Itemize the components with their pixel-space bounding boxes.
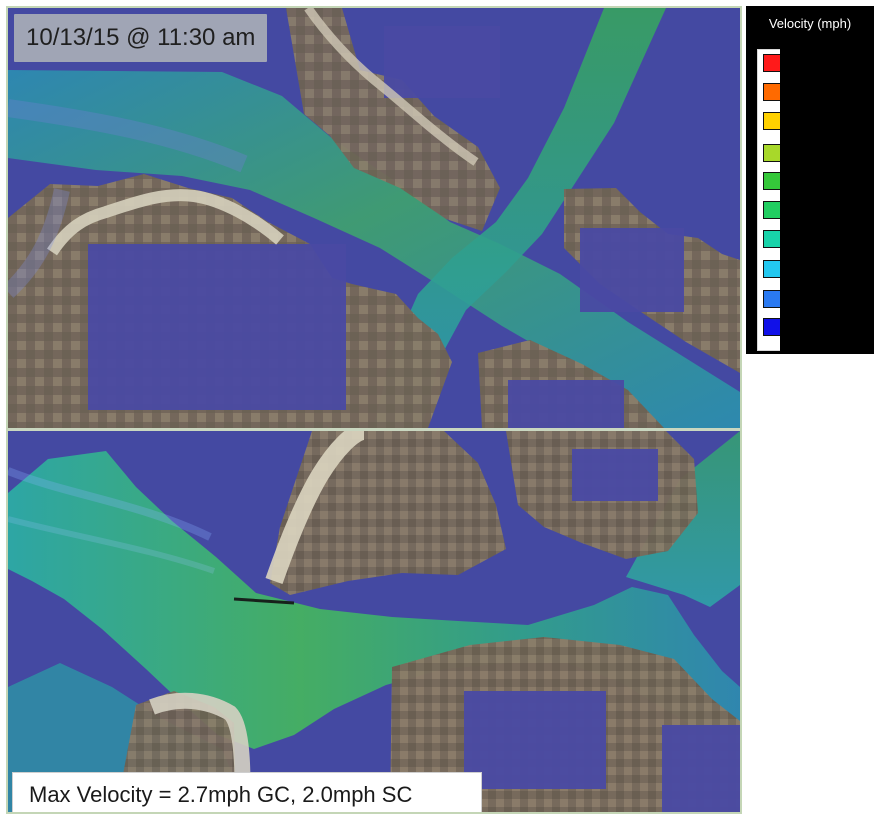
north-land-mass xyxy=(286,8,500,231)
legend-swatch xyxy=(763,54,791,72)
legend-value: 3.00 xyxy=(808,144,834,159)
west-water-block xyxy=(88,244,346,410)
lower-left-sand-bar xyxy=(149,692,251,812)
top-satellite-flow-map xyxy=(8,8,740,428)
legend-value: 2.50 xyxy=(808,172,834,187)
bottom-satellite-flow-map xyxy=(8,431,740,812)
bottom-map-panel xyxy=(8,431,740,812)
upper-sand-bar xyxy=(265,431,366,584)
legend-item-2-50: 2.50 xyxy=(758,168,863,196)
wave-streak-top xyxy=(8,467,212,541)
legend-value: 4.00 xyxy=(808,83,834,98)
legend-item-4-50: 4.50 xyxy=(758,50,863,78)
lower-right-water-block xyxy=(464,691,606,789)
velocity-legend: Velocity (mph) 4.50 4.00 3.50 3.00 2.50 … xyxy=(746,6,874,354)
legend-value: 1.00 xyxy=(808,260,834,275)
legend-item-4-00: 4.00 xyxy=(758,79,863,107)
panel-divider xyxy=(8,428,740,431)
legend-item-0-50: 0.50 xyxy=(758,286,863,314)
wave-streak-middle xyxy=(8,516,215,574)
legend-title: Velocity (mph) xyxy=(768,16,852,31)
legend-value: 3.50 xyxy=(808,112,834,127)
legend-value: 2.00 xyxy=(808,201,834,216)
cross-channel-flow xyxy=(373,8,666,428)
legend-swatch xyxy=(763,112,791,130)
legend-swatch xyxy=(763,83,791,101)
upper-right-water-block xyxy=(572,449,658,501)
legend-value: 1.50 xyxy=(808,230,834,245)
north-sand-shoreline xyxy=(304,8,479,166)
north-water-block xyxy=(384,26,500,98)
legend-item-1-50: 1.50 xyxy=(758,226,863,254)
legend-value: 4.50 xyxy=(808,54,834,69)
bottom-main-flow xyxy=(8,451,740,753)
legend-swatch xyxy=(763,172,791,190)
legend-swatch xyxy=(763,260,791,278)
west-shallow-edge xyxy=(8,188,70,298)
legend-swatch xyxy=(763,318,791,336)
legend-swatch xyxy=(763,230,791,248)
legend-item-3-50: 3.50 xyxy=(758,108,863,136)
legend-item-1-00: 1.00 xyxy=(758,256,863,284)
main-channel-flow xyxy=(8,70,740,428)
jetty-line xyxy=(233,597,295,605)
legend-item-2-00: 2.00 xyxy=(758,197,863,225)
west-sand-shoreline xyxy=(47,189,284,256)
legend-value: 0.00 xyxy=(808,318,834,333)
east-water-block xyxy=(580,228,684,312)
legend-item-3-00: 3.00 xyxy=(758,140,863,168)
top-map-panel xyxy=(8,8,740,428)
legend-swatch xyxy=(763,290,791,308)
max-velocity-label: Max Velocity = 2.7mph GC, 2.0mph SC xyxy=(12,772,482,812)
map-frame: 10/13/15 @ 11:30 am Max Velocity = 2.7mp… xyxy=(6,6,742,814)
legend-value: 0.50 xyxy=(808,290,834,305)
timestamp-label: 10/13/15 @ 11:30 am xyxy=(14,14,268,62)
legend-panel: 4.50 4.00 3.50 3.00 2.50 2.00 1.50 1.00 xyxy=(757,49,862,351)
legend-item-0-00: 0.00 xyxy=(758,314,863,342)
legend-swatch xyxy=(763,201,791,219)
south-water-block xyxy=(508,380,624,428)
west-shallow-water xyxy=(8,99,248,173)
legend-swatch xyxy=(763,144,791,162)
lower-right-edge-water xyxy=(662,725,740,812)
